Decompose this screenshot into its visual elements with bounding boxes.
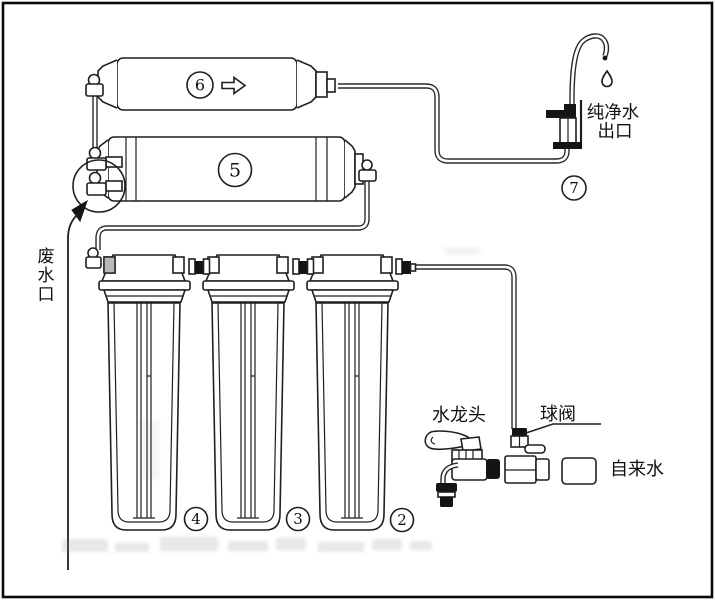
pure-water-outlet-label-line1: 纯净水	[587, 103, 640, 123]
stage-badge-6: 6	[186, 71, 214, 99]
tap-water-source: 自来水	[561, 457, 664, 485]
water-drop-icon	[601, 69, 613, 88]
waste-char-1: 废	[38, 247, 55, 267]
valve-top-nut	[512, 428, 527, 436]
filter-housing-3	[202, 254, 295, 531]
filter-stage-6: 6	[85, 57, 336, 111]
elbow-fitting	[88, 171, 102, 185]
prefilter-housings: 4 3 2	[85, 247, 417, 533]
spout-tip-dark	[440, 497, 453, 507]
pure-water-tube	[338, 83, 570, 164]
flow-direction-arrow-icon	[221, 75, 247, 96]
stage-number: 3	[293, 510, 303, 528]
shaded-clip-tab	[103, 256, 116, 274]
elbow-fitting	[361, 159, 373, 171]
stage-badge-5: 5	[217, 152, 253, 188]
spout-tip	[602, 55, 608, 61]
ball-valve-label: 球阀	[540, 404, 576, 425]
mount-clamp-bottom	[553, 142, 582, 149]
stage-number: 2	[397, 511, 407, 529]
waste-char-2: 水	[38, 266, 55, 286]
stage-badge-7: 7	[561, 175, 587, 201]
inlet-fitting	[395, 258, 417, 275]
filter-housing-2	[306, 254, 399, 531]
faucet-outlet-adapter	[486, 459, 500, 479]
waste-outlet-label: 废 水 口	[38, 247, 55, 305]
spout-band-dark	[436, 483, 457, 492]
stage-number: 7	[569, 179, 579, 197]
tap-faucet: 水龙头	[424, 405, 500, 507]
spout-band-light	[437, 491, 456, 498]
cap-connector	[188, 258, 211, 275]
valve-handle	[524, 444, 546, 454]
pure-water-outlet-label-line2: 出口	[598, 122, 633, 142]
waste-port-highlight	[72, 159, 126, 213]
filter-stage-5: 5	[86, 136, 377, 202]
tap-water-box	[561, 457, 597, 485]
stage-badge-3: 3	[285, 506, 311, 532]
ball-valve: 球阀	[504, 404, 601, 484]
cap-connector	[292, 258, 315, 275]
waste-drain-line	[67, 214, 78, 570]
stage-badge-4: 4	[183, 506, 209, 532]
faucet-bonnet	[460, 436, 482, 452]
stage-number: 4	[191, 510, 201, 528]
print-smudges	[62, 247, 480, 552]
stage-number: 5	[229, 160, 241, 182]
tap-water-label: 自来水	[610, 459, 664, 480]
waste-port-callout	[67, 159, 126, 570]
stage-number: 6	[195, 76, 205, 95]
filter-housing-4	[98, 254, 191, 531]
ball-valve-leader-line	[522, 423, 601, 435]
pure-water-faucet: 7 纯净水 出口	[546, 33, 640, 201]
faucet-body	[451, 458, 488, 481]
mount-clamp-top	[546, 104, 576, 118]
tubing	[92, 83, 570, 429]
waste-char-3: 口	[38, 285, 55, 305]
stage-badge-2: 2	[389, 507, 415, 533]
valve-compression-nut	[535, 458, 550, 481]
tap-faucet-label: 水龙头	[432, 405, 486, 426]
elbow-fitting	[88, 146, 102, 160]
